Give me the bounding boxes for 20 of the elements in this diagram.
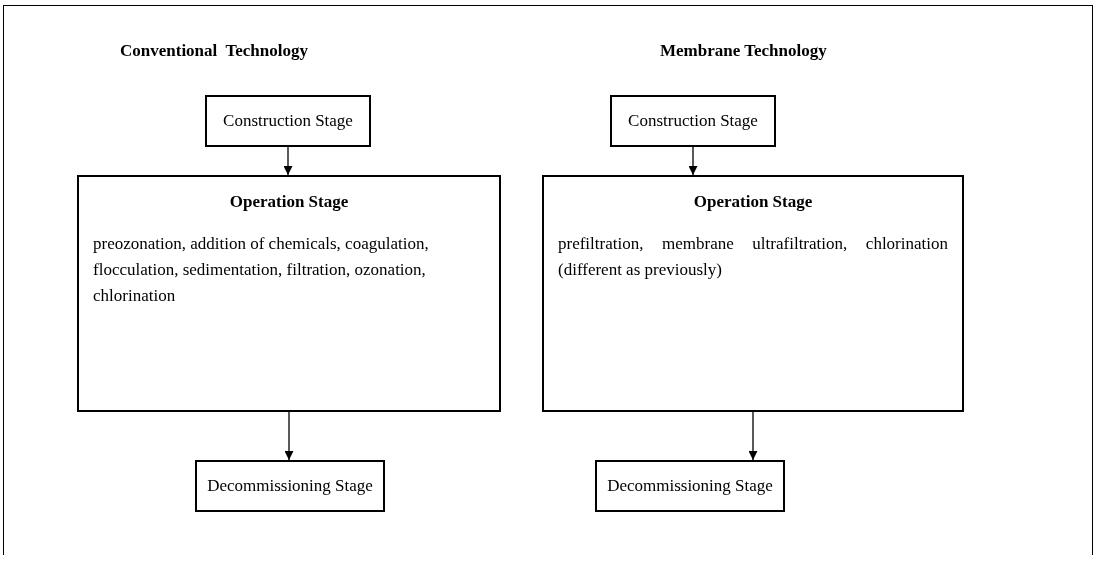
stage-label: Decommissioning Stage <box>607 475 773 498</box>
stage-label: Construction Stage <box>223 110 353 133</box>
stage-panel <box>542 175 964 412</box>
stage-label: Decommissioning Stage <box>207 475 373 498</box>
panel-heading: Operation Stage <box>692 191 814 213</box>
process-list: preozonation, addition of chemicals, coagulation, flocculation, sedimentation, filtration, ozonation, chlorination <box>93 230 485 309</box>
arrow <box>688 146 698 176</box>
stage-box <box>610 95 776 147</box>
stage-box <box>595 460 785 512</box>
column-heading: Conventional Technology <box>120 40 308 62</box>
stage-label: Construction Stage <box>628 110 758 133</box>
panel-heading: Operation Stage <box>228 191 350 213</box>
stage-box <box>205 95 371 147</box>
arrow <box>283 146 293 176</box>
process-list: prefiltration, membrane ultrafiltration, chlorination (different as previously) <box>558 230 948 283</box>
arrow <box>748 411 758 461</box>
column-heading: Membrane Technology <box>660 40 827 62</box>
stage-box <box>195 460 385 512</box>
arrow <box>284 411 294 461</box>
stage-panel <box>77 175 501 412</box>
